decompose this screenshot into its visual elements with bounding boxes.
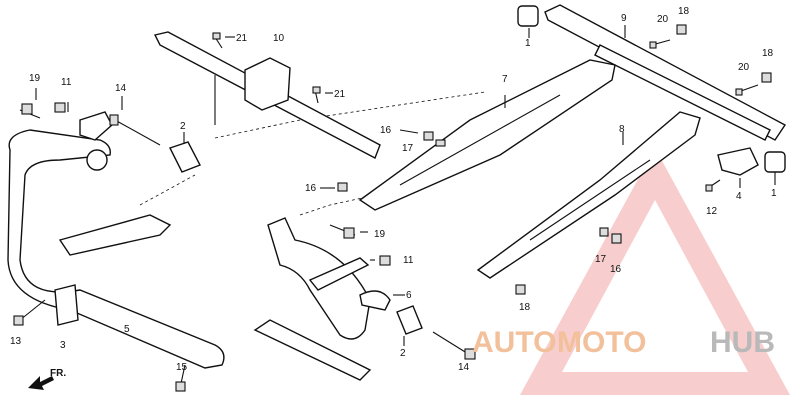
callout-1-right: 1 <box>771 188 777 199</box>
collar-2-upper <box>169 141 201 173</box>
callout-2-upper: 2 <box>180 121 186 132</box>
callout-17-top: 17 <box>402 143 414 154</box>
callout-17-right: 17 <box>595 254 607 265</box>
cap-1-top <box>517 5 539 27</box>
callout-16-mid: 16 <box>305 183 317 194</box>
callout-9: 9 <box>621 13 627 24</box>
callout-20-top: 20 <box>657 14 669 25</box>
callout-2-lower: 2 <box>400 348 406 359</box>
callout-20-right: 20 <box>738 62 750 73</box>
watermark-triangle-icon <box>520 148 790 395</box>
callout-4: 4 <box>736 191 742 202</box>
callout-5: 5 <box>124 324 130 335</box>
callout-7: 7 <box>502 74 508 85</box>
callout-21-top: 21 <box>236 33 248 44</box>
callout-11-upper: 11 <box>61 77 72 88</box>
collar-2-lower <box>396 305 423 335</box>
callout-14-lower: 14 <box>458 362 470 373</box>
callout-18-top: 18 <box>678 6 690 17</box>
callout-labels: 1 1 2 2 3 4 5 6 7 8 9 10 11 11 12 13 14 … <box>10 6 777 373</box>
callout-14-upper: 14 <box>115 83 127 94</box>
guard-frame-6 <box>253 217 391 381</box>
watermark-moto: MOTO <box>557 326 646 359</box>
callout-18-right: 18 <box>762 48 774 59</box>
hardware <box>13 24 772 392</box>
guard-frame-5 <box>7 111 225 369</box>
callout-6: 6 <box>406 290 412 301</box>
watermark-hub: HUB <box>710 326 775 359</box>
bracket-7 <box>358 59 616 211</box>
front-arrow-icon: FR. <box>28 368 66 390</box>
callout-11-lower: 11 <box>403 255 414 266</box>
leader-lines <box>35 25 776 346</box>
callout-19-upper: 19 <box>29 73 41 84</box>
cross-bar-10 <box>153 31 381 159</box>
callout-16-top: 16 <box>380 125 392 136</box>
bracket-3 <box>54 284 79 326</box>
callout-12: 12 <box>706 206 718 217</box>
callout-21-mid: 21 <box>334 89 346 100</box>
front-label: FR. <box>50 368 66 379</box>
callout-3: 3 <box>60 340 66 351</box>
clip-4 <box>717 147 759 176</box>
watermark-auto: AUTO <box>472 326 556 359</box>
bracket-8 <box>476 111 701 279</box>
watermark-text: AUTO MOTO HUB <box>472 326 775 359</box>
callout-18-lower: 18 <box>519 302 531 313</box>
callout-15: 15 <box>176 362 188 373</box>
callout-10: 10 <box>273 33 285 44</box>
callout-16-right: 16 <box>610 264 622 275</box>
callout-13: 13 <box>10 336 22 347</box>
bar-9 <box>544 4 787 141</box>
callout-8: 8 <box>619 124 625 135</box>
cap-1-right <box>764 151 786 173</box>
callout-1-top: 1 <box>525 38 531 49</box>
callout-19-lower: 19 <box>374 229 386 240</box>
